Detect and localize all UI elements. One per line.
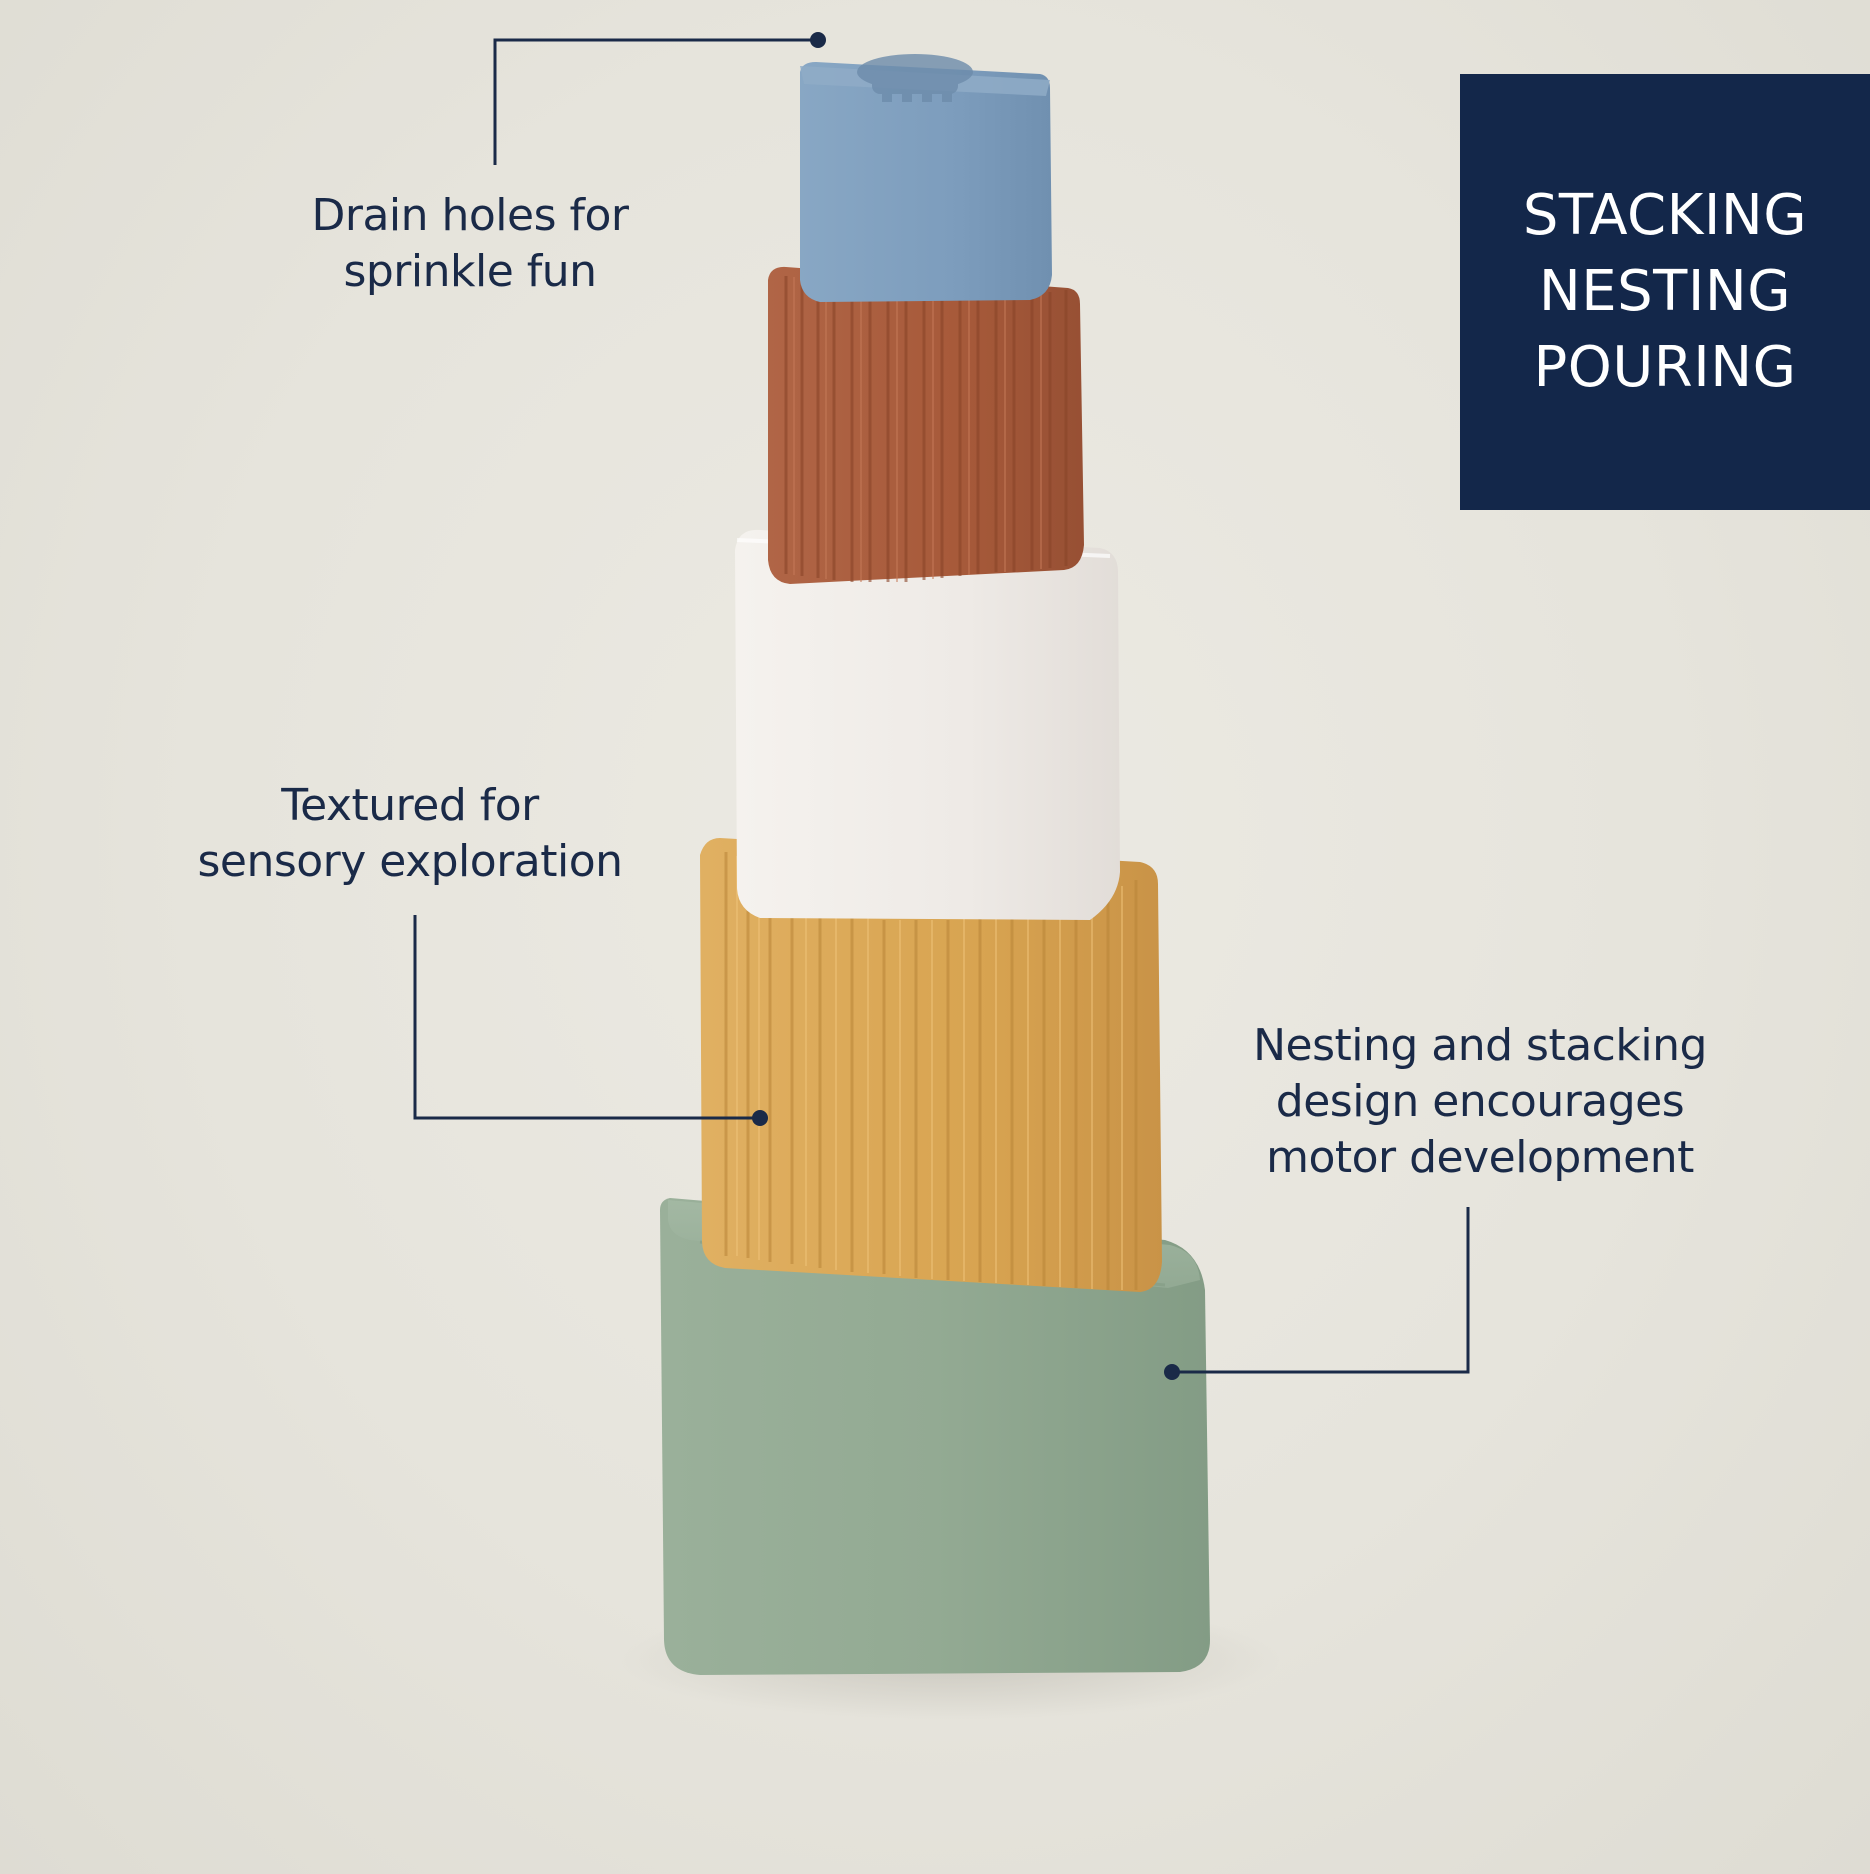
callout-leader-lines <box>413 38 1470 1374</box>
callout-texture-line-2: sensory exploration <box>197 836 623 887</box>
badge-line-stacking: STACKING <box>1522 183 1808 248</box>
badge-line-nesting: NESTING <box>1538 259 1792 324</box>
callout-drain-holes: Drain holes for sprinkle fun <box>290 188 650 300</box>
callout-nesting-line-1: Nesting and stacking <box>1253 1020 1707 1071</box>
texture-leader-line <box>413 915 760 1120</box>
nesting-leader-line <box>1172 1207 1470 1374</box>
callout-drain-line-2: sprinkle fun <box>343 246 597 297</box>
callout-textured: Textured for sensory exploration <box>190 778 630 890</box>
callout-nesting-line-2: design encourages <box>1275 1076 1685 1127</box>
blue-cup <box>800 54 1052 302</box>
elephant-emboss-icon <box>857 54 973 102</box>
drain-leader-dot <box>810 32 826 48</box>
cream-cup <box>735 529 1120 920</box>
feature-badge: STACKING NESTING POURING <box>1460 74 1870 510</box>
drain-leader-line <box>493 38 818 165</box>
badge-line-pouring: POURING <box>1533 335 1797 400</box>
nesting-leader-dot <box>1164 1364 1180 1380</box>
mustard-ribbed-cup <box>700 838 1162 1292</box>
rust-ribbed-cup <box>768 266 1084 584</box>
callout-texture-line-1: Textured for <box>281 780 539 831</box>
callout-drain-line-1: Drain holes for <box>311 190 629 241</box>
callout-nesting-line-3: motor development <box>1266 1132 1694 1183</box>
texture-leader-dot <box>752 1110 768 1126</box>
callout-nesting-stacking: Nesting and stacking design encourages m… <box>1240 1018 1720 1186</box>
